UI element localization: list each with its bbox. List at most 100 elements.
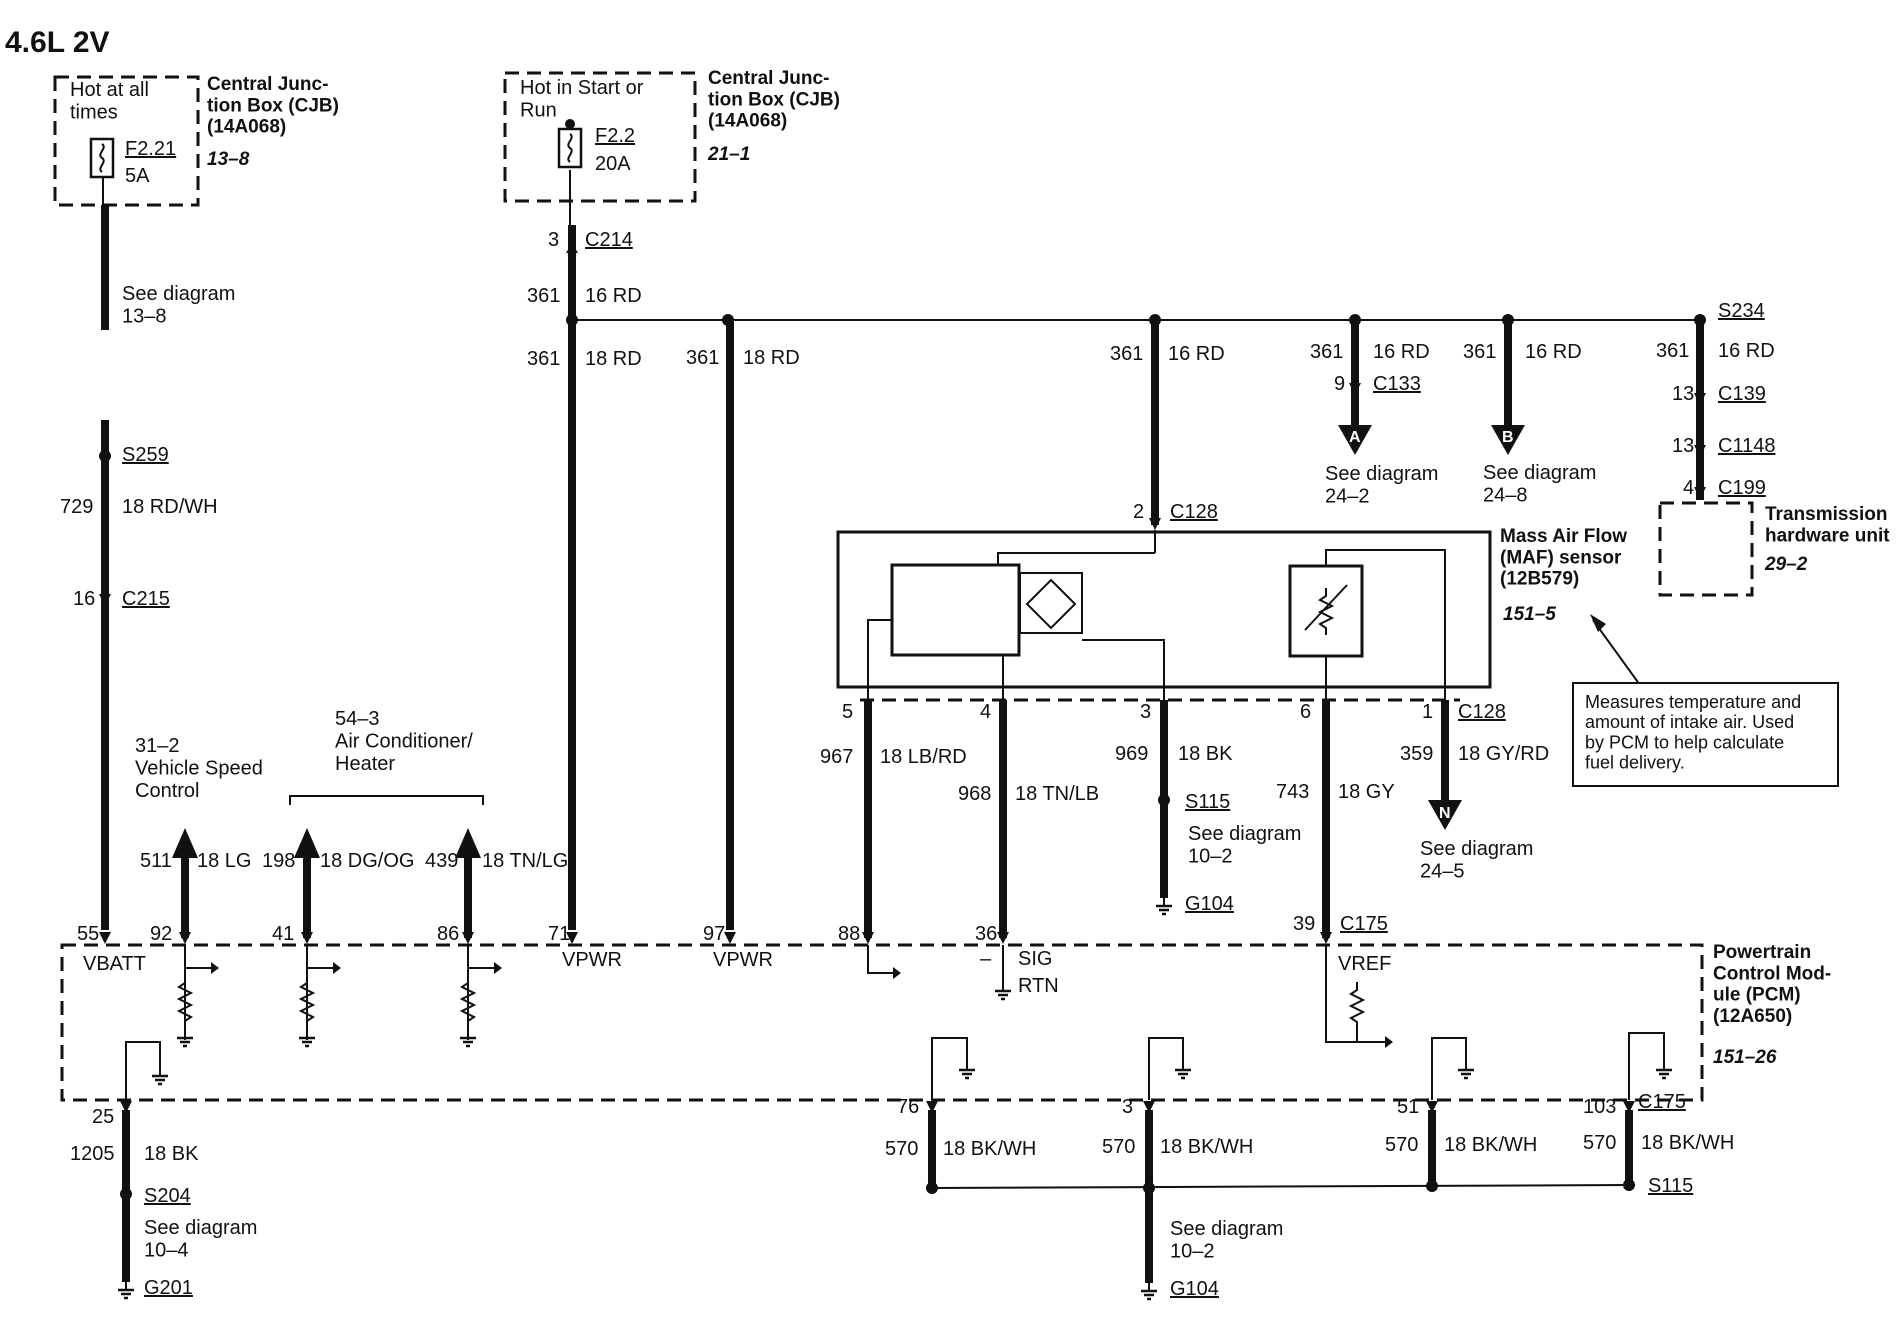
label-c128-top: C128 (1170, 501, 1218, 523)
pin-86-icon (462, 932, 474, 944)
maf-internal-power-2 (997, 552, 1155, 565)
connector-c133-icon (1349, 383, 1361, 395)
label-c1148: C1148 (1718, 435, 1775, 457)
maf-pin-3: 3 (1140, 701, 1151, 723)
wire-198-gauge: 18 DG/OG (320, 850, 414, 872)
pin-c214: 3 (548, 229, 559, 251)
pcm-pin-3: 3 (1122, 1096, 1133, 1118)
arrow-b-icon (1491, 425, 1525, 455)
wire-361-b-gauge: 18 RD (585, 348, 642, 370)
pcm-pin-39: 39 (1293, 913, 1315, 935)
pcm-rtn: RTN (1018, 975, 1059, 997)
bracket-ac (289, 795, 484, 805)
fuse-f2-21-icon (89, 137, 115, 179)
pcm-pin-25: 25 (92, 1106, 114, 1128)
cjb-right-node (565, 119, 575, 129)
pcm-gnd-3 (1148, 1037, 1184, 1100)
pcm-pin-41: 41 (272, 923, 294, 945)
pcm-in-86-flag-icon (467, 961, 503, 975)
wire-361-d-circuit: 361 (1110, 343, 1143, 365)
trans-ref: 29–2 (1764, 554, 1808, 575)
maf-pin-4: 4 (980, 701, 991, 723)
wire-359-gauge: 18 GY/RD (1458, 743, 1549, 765)
maf-ref: 151–5 (1503, 604, 1556, 625)
pcm-sig-88 (867, 945, 893, 974)
label-g104-a: G104 (1185, 893, 1234, 915)
pcm-sig-88-arrow-icon (893, 967, 901, 979)
cjb-left-ref: 13–8 (207, 149, 250, 170)
wire-969-circuit: 969 (1115, 743, 1148, 765)
label-s259: S259 (122, 444, 169, 466)
wire-969-gauge: 18 BK (1178, 743, 1233, 765)
bus-s115 (931, 1184, 1630, 1189)
maf-pin-6: 6 (1300, 701, 1311, 723)
ground-92-icon (175, 1028, 195, 1048)
wire-570-a-gauge: 18 BK/WH (943, 1138, 1036, 1160)
ground-pcm-51-icon (1456, 1060, 1476, 1080)
wire-570-a-circuit: 570 (885, 1138, 918, 1160)
wire-361-c-gauge: 18 RD (743, 347, 800, 369)
arrow-a-label: A (1349, 429, 1361, 446)
connector-c199-icon (1694, 487, 1706, 499)
pcm-vpwr-2: VPWR (713, 949, 773, 971)
label-g201: G201 (144, 1277, 193, 1299)
label-s115-a: S115 (1185, 791, 1230, 813)
splice-570-a (926, 1182, 938, 1194)
wire-361-a-circuit: 361 (527, 285, 560, 307)
wire-361-g-circuit: 361 (1656, 340, 1689, 362)
pcm-ref: 151–26 (1713, 1047, 1777, 1068)
pin-3-icon (1143, 1101, 1155, 1113)
pcm-box (60, 943, 1704, 1102)
wire-743-circuit: 743 (1276, 781, 1309, 803)
pcm-gnd-25 (125, 1041, 161, 1100)
arrow-up-ac2-icon (455, 828, 481, 858)
cjb-right-name: Central Junc-tion Box (CJB)(14A068) (708, 68, 840, 132)
splice-s259 (99, 450, 111, 462)
cjb-right-amps: 20A (595, 153, 631, 175)
arrow-n-label: N (1439, 805, 1451, 822)
wire-361-e-circuit: 361 (1310, 341, 1343, 363)
wire-361-f-circuit: 361 (1463, 341, 1496, 363)
pcm-pin-51: 51 (1397, 1096, 1419, 1118)
cjb-right-ref: 21–1 (707, 144, 750, 165)
ground-pcm-25-icon (150, 1066, 170, 1086)
note-pointer-arrow-icon (1590, 614, 1606, 632)
pcm-gnd-103 (1628, 1032, 1665, 1100)
cjb-left-fuse: F2.21 (125, 138, 176, 160)
wire-511-circuit: 511 (140, 850, 172, 872)
pin-c133: 9 (1334, 373, 1345, 395)
wire-570-d-gauge: 18 BK/WH (1641, 1132, 1734, 1154)
fuse-f2-2-icon (557, 127, 583, 169)
wire-361-d-gauge: 16 RD (1168, 343, 1225, 365)
ground-41-icon (297, 1028, 317, 1048)
pcm-sig: SIG (1018, 948, 1052, 970)
pin-97-icon (724, 932, 736, 944)
wire-570-b-gauge: 18 BK/WH (1160, 1136, 1253, 1158)
maf-element-box (890, 563, 1021, 657)
maf-pin-5: 5 (842, 701, 853, 723)
pcm-pin-103: 103 (1583, 1096, 1616, 1118)
pin-92-icon (179, 932, 191, 944)
bridge-rectifier-icon (1025, 578, 1077, 630)
splice-570-b (1143, 1182, 1155, 1194)
wire-359-circuit: 359 (1400, 743, 1433, 765)
label-c175-b: C175 (1638, 1091, 1686, 1113)
cjb-right-fuse: F2.2 (595, 125, 635, 147)
label-c133: C133 (1373, 373, 1421, 395)
pcm-pin-88: 88 (838, 923, 860, 945)
thermistor-icon (1317, 588, 1335, 635)
wire-729-gauge: 18 RD/WH (122, 496, 218, 518)
pcm-in-41-flag-icon (306, 961, 342, 975)
pcm-pin-97: 97 (703, 923, 725, 945)
